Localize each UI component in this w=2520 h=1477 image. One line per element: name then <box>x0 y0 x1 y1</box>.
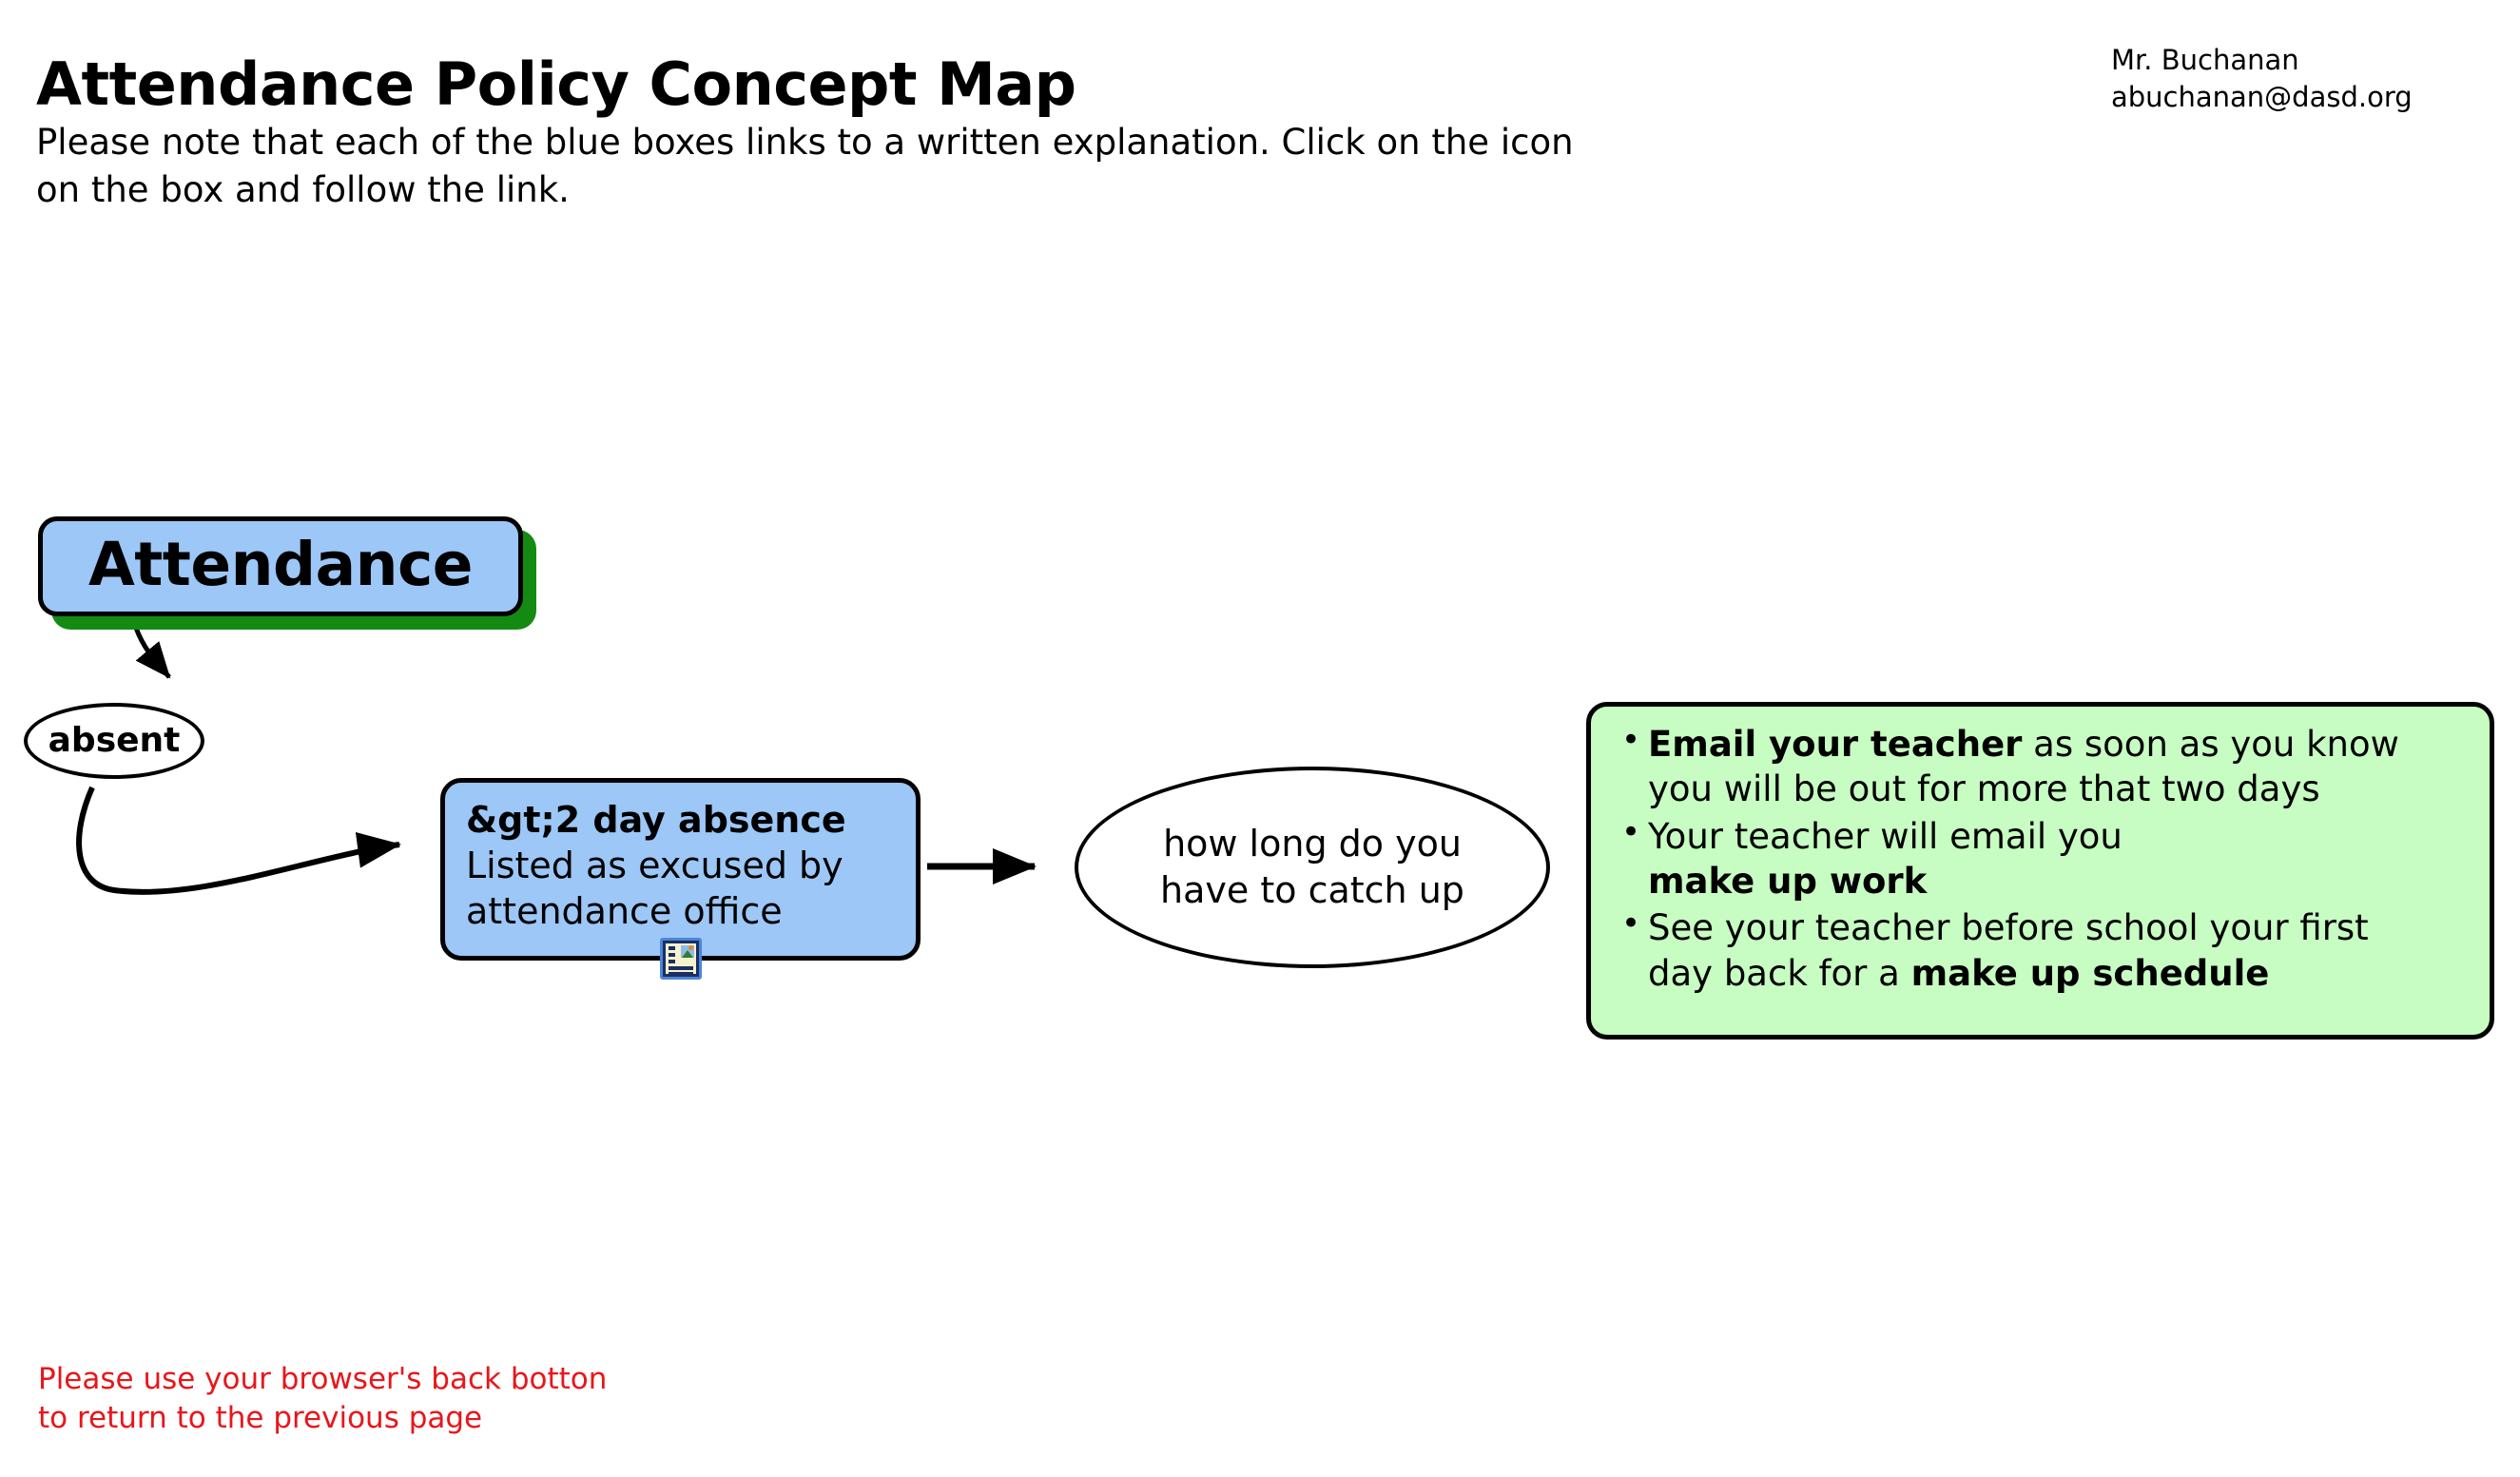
list-item: Email your teacher as soon as you know y… <box>1621 720 2476 812</box>
node-absence-detail-face: &gt;2 day absence Listed as excused by a… <box>440 778 921 961</box>
back-button-note-line-1: Please use your browser's back botton <box>38 1362 608 1396</box>
node-catchup-ellipse: how long do you have to catch up <box>1075 767 1550 968</box>
node-attendance-face: Attendance <box>38 516 523 616</box>
list-item: See your teacher before school your firs… <box>1621 904 2476 996</box>
node-absence-detail-title: &gt;2 day absence <box>466 799 846 841</box>
bullet-1-rest: as soon as you know <box>2022 724 2399 765</box>
bullet-1-line-2: you will be out for more that two days <box>1648 768 2320 810</box>
document-link-icon-inner <box>663 941 699 977</box>
list-item: Your teacher will email you make up work <box>1621 812 2476 904</box>
author-name: Mr. Buchanan <box>2111 44 2299 76</box>
back-button-note: Please use your browser's back botton to… <box>38 1360 607 1438</box>
document-link-icon-bar <box>669 953 675 957</box>
document-link-icon-image <box>681 945 694 958</box>
node-attendance-label: Attendance <box>87 530 474 599</box>
bullet-3-line-2: day back for a <box>1648 952 1911 994</box>
bullet-1-bold: Email your teacher <box>1648 724 2023 765</box>
node-absent-label: absent <box>48 721 181 760</box>
node-absence-detail-line-3: attendance office <box>466 889 783 932</box>
node-absence-detail[interactable]: &gt;2 day absence Listed as excused by a… <box>440 778 921 961</box>
author-email: abuchanan@dasd.org <box>2111 81 2413 114</box>
author-block: Mr. Buchanan abuchanan@dasd.org <box>2111 42 2510 116</box>
document-link-icon-bar <box>669 966 693 970</box>
edge-absent-to-absence-detail <box>76 786 401 895</box>
edge-attendance-to-absent <box>133 627 171 679</box>
back-button-note-line-2: to return to the previous page <box>38 1401 483 1436</box>
bullet-2-bold: make up work <box>1648 861 1928 903</box>
node-absent-ellipse: absent <box>24 703 204 779</box>
node-catchup-line-1: how long do you <box>1163 822 1462 865</box>
node-catchup: how long do you have to catch up <box>1075 767 1550 968</box>
document-link-icon-bar <box>669 946 675 950</box>
document-link-icon[interactable] <box>660 938 702 980</box>
node-actions-face: Email your teacher as soon as you know y… <box>1586 702 2494 1040</box>
intro-note-line-1: Please note that each of the blue boxes … <box>36 122 1574 163</box>
node-attendance[interactable]: Attendance <box>38 516 536 630</box>
document-link-icon-bar <box>669 972 693 974</box>
node-actions: Email your teacher as soon as you know y… <box>1586 702 2494 1040</box>
page-title: Attendance Policy Concept Map <box>36 49 1076 119</box>
intro-note-line-2: on the box and follow the link. <box>36 168 570 210</box>
node-catchup-line-2: have to catch up <box>1160 869 1464 911</box>
bullet-3-line-1: See your teacher before school your firs… <box>1648 907 2369 949</box>
bullet-3-bold: make up schedule <box>1910 952 2270 994</box>
node-absence-detail-line-2: Listed as excused by <box>466 844 843 886</box>
document-link-icon-bar <box>669 960 675 963</box>
node-absent: absent <box>24 703 204 779</box>
node-actions-list: Email your teacher as soon as you know y… <box>1604 720 2476 996</box>
intro-note: Please note that each of the blue boxes … <box>36 119 1843 214</box>
bullet-2-line-1: Your teacher will email you <box>1648 815 2123 857</box>
